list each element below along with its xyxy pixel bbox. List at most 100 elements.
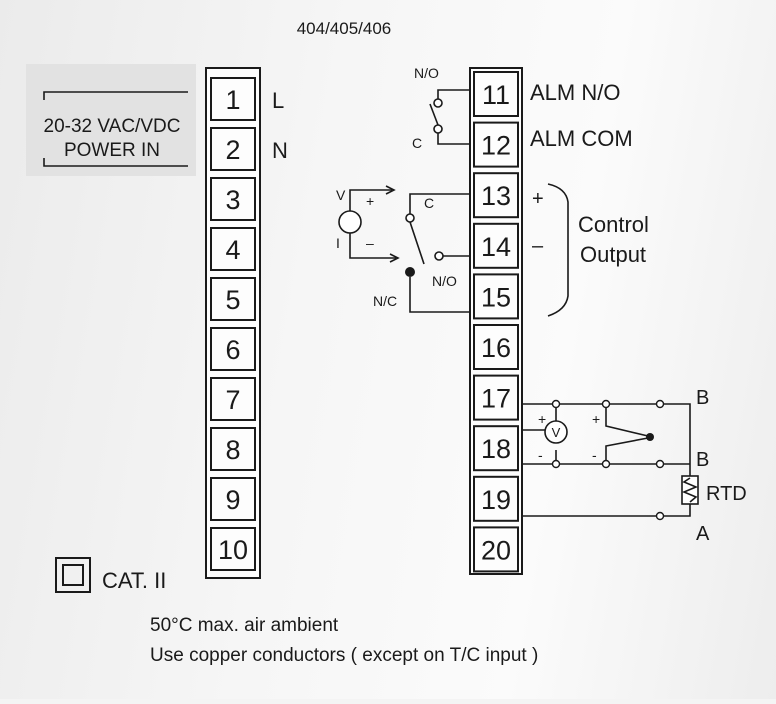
left-terminal-number: 9: [225, 485, 240, 515]
output-plus-label: +: [532, 188, 544, 210]
right-terminal-14: [473, 222, 519, 269]
right-terminal-16: [473, 324, 519, 370]
alm-com-label: ALM COM: [530, 126, 633, 151]
wire-11: [437, 89, 470, 99]
alarm-no-contact: N/O: [414, 65, 439, 81]
double-insulation-inner-icon: [62, 564, 84, 586]
wire-source-minus: [349, 233, 396, 259]
left-terminal-7: [210, 377, 256, 421]
voltage-source-icon: [544, 420, 568, 444]
power-bracket-top: [43, 91, 188, 100]
relay-no-label: N/O: [432, 273, 457, 289]
junction-icon: [601, 459, 611, 469]
right-terminal-number: 20: [481, 535, 511, 565]
left-terminal-number: 6: [225, 335, 240, 365]
right-terminal-number: 15: [481, 282, 511, 312]
junction-icon: [655, 459, 665, 469]
relay-nc-terminal-icon: [405, 267, 415, 277]
note-ambient: 50°C max. air ambient: [150, 615, 339, 636]
thermocouple-minus-lead: [605, 437, 649, 464]
right-terminal-13: [473, 172, 519, 219]
alarm-no-terminal-icon: [433, 98, 443, 108]
thermocouple-junction-icon: [646, 433, 654, 441]
power-bracket-bottom: [43, 158, 188, 167]
relay-switch-blade-icon: [409, 221, 425, 265]
wire-15: [409, 277, 470, 313]
left-terminal-3: [210, 177, 256, 221]
voltage-minus: -: [538, 447, 543, 463]
double-insulation-icon: [55, 557, 91, 593]
cat-ii-label: CAT. II: [102, 568, 166, 593]
control-v-label: V: [336, 187, 346, 203]
junction-icon: [601, 399, 611, 409]
power-in: POWER IN: [64, 140, 160, 161]
right-terminal-18: [473, 425, 519, 472]
left-terminal-6: [210, 327, 256, 371]
model-number: 404/405/406: [297, 19, 392, 38]
rtd-zigzag-icon: [681, 477, 699, 503]
junction-icon: [551, 399, 561, 409]
right-terminal-12: [473, 121, 519, 168]
right-terminal-11: [473, 71, 519, 117]
left-terminal-number: 3: [225, 185, 240, 215]
control-plus-label: +: [366, 193, 374, 209]
control-minus-label: –: [366, 235, 374, 251]
control-output-brace: [547, 183, 569, 317]
alarm-c-contact: C: [412, 135, 422, 151]
power-label-card: [26, 64, 196, 176]
control-i-label: I: [336, 235, 340, 251]
wire-17-b: [522, 403, 691, 476]
power-voltage: 20-32 VAC/VDC: [44, 116, 181, 137]
right-terminal-19: [473, 475, 519, 522]
right-terminal-17: [473, 374, 519, 421]
wire-13: [409, 193, 470, 214]
left-terminal-number: 5: [225, 285, 240, 315]
rtd-label: RTD: [706, 483, 747, 505]
left-terminal-2: [210, 127, 256, 171]
wire-source-plus: [349, 189, 392, 211]
rtd-a-label: A: [696, 523, 710, 545]
alarm-switch-blade-icon: [429, 103, 439, 126]
wire-19-a: [522, 504, 691, 517]
right-terminal-number: 14: [481, 232, 511, 262]
control-source-icon: [338, 210, 362, 234]
left-terminal-number: 1: [225, 85, 240, 115]
tc-minus: -: [592, 447, 597, 463]
left-terminal-number: 2: [225, 135, 240, 165]
relay-nc-label: N/C: [373, 293, 397, 309]
right-terminal-number: 16: [481, 333, 511, 363]
relay-c-terminal-icon: [405, 213, 415, 223]
left-terminal-4: [210, 227, 256, 271]
arrow-right-icon: [389, 253, 400, 263]
right-terminal-20: [473, 526, 519, 573]
right-terminal-number: 19: [481, 485, 511, 515]
rtd-b-label-1: B: [696, 387, 709, 409]
relay-c-label: C: [424, 195, 434, 211]
junction-icon: [655, 511, 665, 521]
arrow-right-icon: [385, 185, 396, 195]
right-terminal-number: 18: [481, 434, 511, 464]
control-output-label-2: Output: [580, 242, 646, 267]
left-terminal-1: [210, 77, 256, 121]
control-output-label-1: Control: [578, 212, 649, 237]
left-terminal-8: [210, 427, 256, 471]
left-terminal-number: 10: [218, 535, 248, 565]
left-terminal-5: [210, 277, 256, 321]
terminal-2-label-n: N: [272, 138, 288, 163]
left-terminal-9: [210, 477, 256, 521]
left-terminal-number: 7: [225, 385, 240, 415]
output-minus-label: –: [532, 235, 544, 257]
wire-12: [437, 133, 470, 145]
alarm-c-terminal-icon: [433, 124, 443, 134]
junction-icon: [655, 399, 665, 409]
alm-no-label: ALM N/O: [530, 80, 620, 105]
note-copper: Use copper conductors ( except on T/C in…: [150, 645, 538, 666]
right-terminal-number: 11: [482, 80, 510, 110]
right-terminal-number: 13: [481, 181, 511, 211]
terminal-1-label-l: L: [272, 88, 284, 113]
left-terminal-10: [210, 527, 256, 571]
